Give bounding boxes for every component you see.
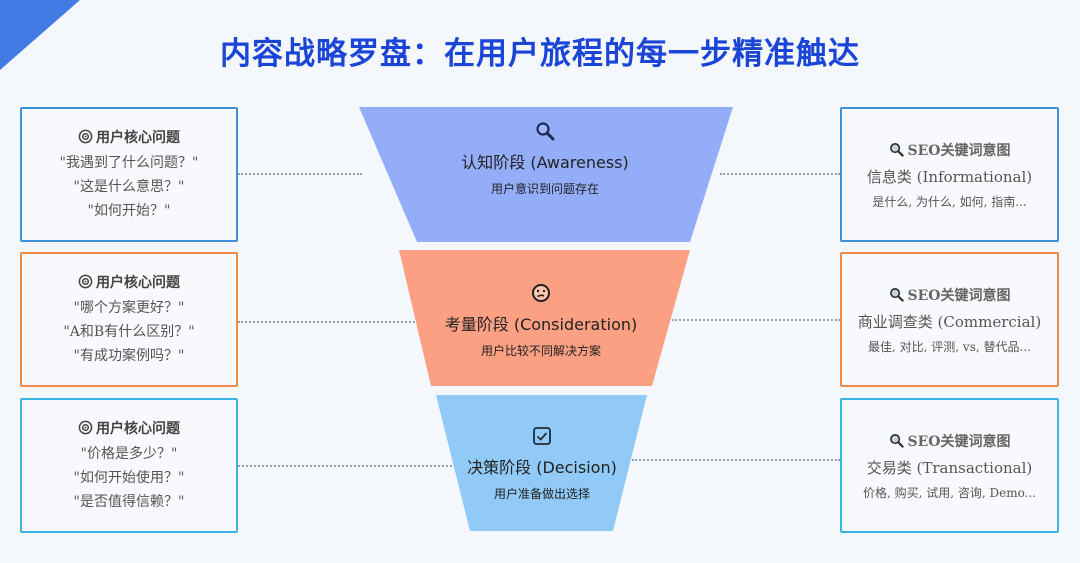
page-title: 内容战略罗盘：在用户旅程的每一步精准触达 — [220, 36, 860, 72]
question-item: "我遇到了什么问题？" — [59, 154, 199, 171]
keyword-intent-type: 商业调查类 (Commercial) — [857, 312, 1042, 331]
stage-title: 考量阶段 (Consideration) — [444, 315, 638, 334]
corner-decoration — [0, 0, 80, 70]
question-item: "A和B有什么区别？" — [63, 323, 195, 340]
question-item: "是否值得信赖？" — [73, 493, 185, 510]
question-box-awareness: 用户核心问题 "我遇到了什么问题？" "这是什么意思？" "如何开始？" — [20, 107, 238, 242]
question-item: "价格是多少？" — [80, 445, 178, 462]
stage-description: 用户意识到问题存在 — [490, 182, 599, 196]
question-item: "哪个方案更好？" — [73, 299, 185, 316]
question-box-heading: 用户核心问题 — [78, 127, 180, 147]
question-item: "如何开始？" — [87, 202, 171, 219]
question-box-heading: 用户核心问题 — [78, 418, 180, 438]
connector-line-consideration-left — [238, 321, 422, 323]
keyword-examples: 是什么, 为什么, 如何, 指南... — [872, 194, 1027, 209]
thinking-face-icon — [532, 284, 550, 302]
stage-title: 认知阶段 (Awareness) — [461, 153, 629, 172]
stage-decision: 决策阶段 (Decision) 用户准备做出选择 — [407, 426, 677, 502]
target-icon — [78, 129, 93, 144]
question-item: "这是什么意思？" — [73, 178, 185, 195]
target-icon — [78, 420, 93, 435]
magnifier-icon — [889, 434, 904, 448]
funnel-segment-consideration — [399, 250, 690, 386]
keyword-intent-type: 交易类 (Transactional) — [866, 458, 1033, 477]
connector-line-decision-left — [238, 465, 452, 467]
keyword-box-heading: SEO关键词意图 — [889, 285, 1010, 305]
stage-awareness: 认知阶段 (Awareness) 用户意识到问题存在 — [410, 121, 680, 197]
keyword-box-heading: SEO关键词意图 — [889, 431, 1010, 451]
question-box-consideration: 用户核心问题 "哪个方案更好？" "A和B有什么区别？" "有成功案例吗？" — [20, 252, 238, 387]
keyword-examples: 最佳, 对比, 评测, vs, 替代品... — [868, 339, 1031, 354]
keyword-intent-type: 信息类 (Informational) — [866, 167, 1033, 186]
magnifier-icon — [889, 288, 904, 302]
funnel-segment-awareness — [359, 107, 733, 242]
stage-description: 用户准备做出选择 — [493, 487, 590, 501]
target-icon — [78, 274, 93, 289]
connector-line-awareness-left — [238, 173, 362, 175]
keyword-box-commercial: SEO关键词意图 商业调查类 (Commercial) 最佳, 对比, 评测, … — [840, 252, 1059, 387]
question-box-heading: 用户核心问题 — [78, 272, 180, 292]
checkbox-icon — [533, 427, 551, 445]
magnifier-icon — [536, 122, 555, 141]
keyword-box-heading: SEO关键词意图 — [889, 140, 1010, 160]
connector-line-decision-right — [632, 459, 840, 461]
connector-line-awareness-right — [720, 173, 840, 175]
question-item: "有成功案例吗？" — [73, 347, 185, 364]
magnifier-icon — [889, 143, 904, 157]
question-item: "如何开始使用？" — [73, 469, 185, 486]
stage-title: 决策阶段 (Decision) — [467, 458, 617, 477]
funnel-segment-decision — [436, 395, 647, 531]
question-box-decision: 用户核心问题 "价格是多少？" "如何开始使用？" "是否值得信赖？" — [20, 398, 238, 533]
keyword-box-transactional: SEO关键词意图 交易类 (Transactional) 价格, 购买, 试用,… — [840, 398, 1059, 533]
stage-description: 用户比较不同解决方案 — [480, 344, 601, 358]
keyword-box-informational: SEO关键词意图 信息类 (Informational) 是什么, 为什么, 如… — [840, 107, 1059, 242]
connector-line-consideration-right — [672, 319, 840, 321]
keyword-examples: 价格, 购买, 试用, 咨询, Demo... — [862, 485, 1037, 500]
stage-consideration: 考量阶段 (Consideration) 用户比较不同解决方案 — [406, 283, 676, 359]
